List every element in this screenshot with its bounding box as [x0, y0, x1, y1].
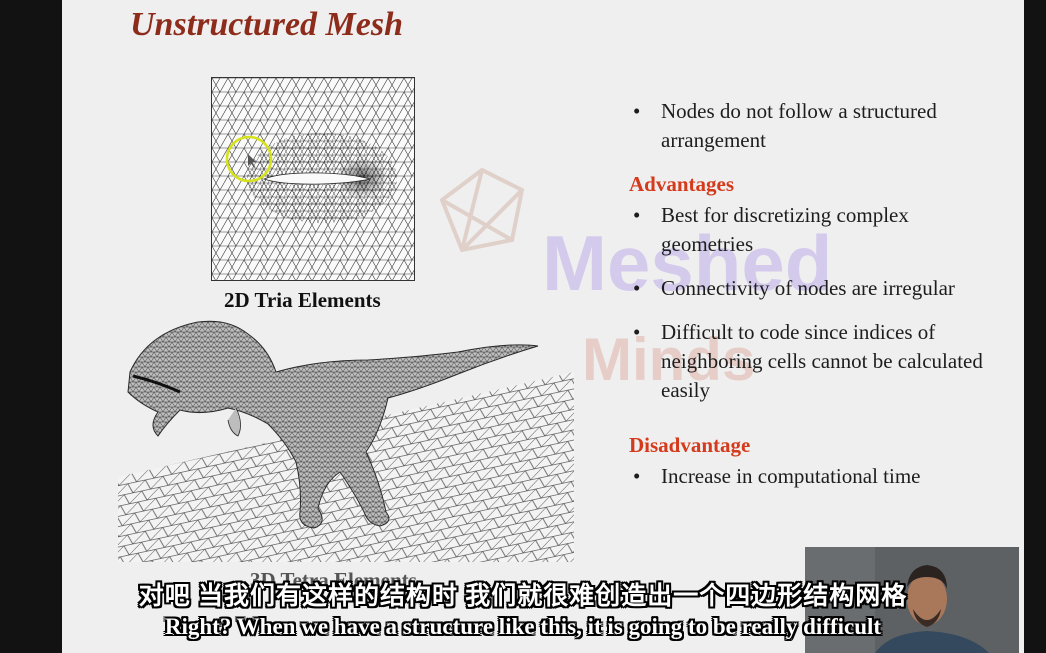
- caption-3d-tetra-elements: 3D Tetra Elements: [250, 568, 417, 592]
- presenter-avatar: [805, 547, 1019, 653]
- trex-tetra-mesh-image: [118, 312, 574, 562]
- bullet-text: Best for discretizing complex geometries: [661, 203, 909, 256]
- slide-bullet-content: • Nodes do not follow a structured arran…: [629, 97, 999, 506]
- subtitle-overlay: 对吧 当我们有这样的结构时 我们就很难创造出一个四边形结构网格 Right? W…: [0, 580, 1046, 642]
- presenter-webcam: [805, 547, 1019, 653]
- meshed-minds-watermark: Meshed Minds: [439, 167, 832, 393]
- bullet-dot: •: [633, 320, 641, 344]
- bullet-intro: • Nodes do not follow a structured arran…: [629, 97, 999, 155]
- advantages-heading: Advantages: [629, 172, 735, 196]
- svg-text:Meshed: Meshed: [542, 219, 832, 307]
- bullet-text: Difficult to code since indices of neigh…: [661, 320, 983, 402]
- bullet-dot: •: [633, 464, 641, 488]
- bullet-dot: •: [633, 203, 641, 227]
- airfoil-mesh-graphic: [212, 78, 414, 280]
- video-left-border: [0, 0, 62, 653]
- video-right-border: [1024, 0, 1046, 653]
- bullet-text: Increase in computational time: [661, 464, 921, 488]
- subtitle-chinese: 对吧 当我们有这样的结构时 我们就很难创造出一个四边形结构网格: [138, 583, 908, 610]
- airfoil-tria-mesh-image: [211, 77, 415, 281]
- disadvantage-item: • Increase in computational time: [629, 462, 999, 491]
- bullet-dot: •: [633, 99, 641, 123]
- advantage-item: • Best for discretizing complex geometri…: [629, 201, 999, 259]
- subtitle-english: Right? When we have a structure like thi…: [164, 614, 882, 639]
- caption-2d-tria-elements: 2D Tria Elements: [224, 288, 381, 312]
- bullet-text: Nodes do not follow a structured arrange…: [661, 99, 937, 152]
- cursor-highlight-ring: [225, 135, 273, 183]
- bullet-text: Connectivity of nodes are irregular: [661, 276, 955, 300]
- svg-text:Minds: Minds: [582, 326, 755, 393]
- advantage-item: • Difficult to code since indices of nei…: [629, 318, 999, 405]
- presentation-slide: Unstructured Mesh: [62, 0, 1024, 653]
- disadvantage-heading: Disadvantage: [629, 433, 751, 457]
- advantage-item: • Connectivity of nodes are irregular: [629, 274, 999, 303]
- bullet-dot: •: [633, 276, 641, 300]
- trex-mesh-graphic: [118, 320, 574, 562]
- slide-title: Unstructured Mesh: [130, 6, 404, 43]
